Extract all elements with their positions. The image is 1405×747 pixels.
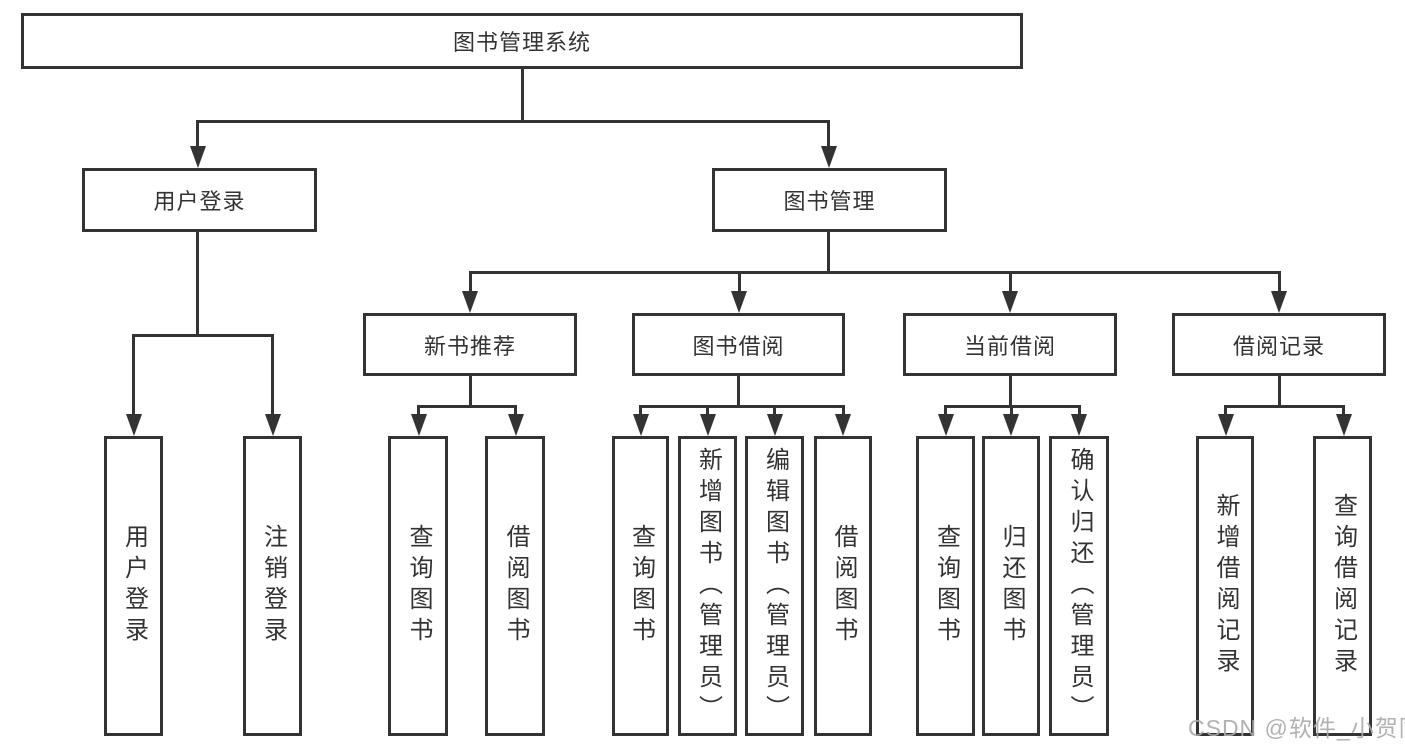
leaf-label: 新增图书（管理员） bbox=[694, 446, 722, 726]
arrow-down-icon bbox=[731, 291, 747, 313]
connector-line bbox=[1224, 405, 1345, 408]
connector-line bbox=[737, 376, 740, 407]
node-borrow-record: 借阅记录 bbox=[1172, 313, 1386, 376]
connector-line bbox=[468, 376, 472, 407]
node-label: 图书管理系统 bbox=[452, 30, 591, 55]
leaf-edit-book-admin: 编辑图书（管理员） bbox=[745, 436, 804, 736]
connector-line bbox=[196, 232, 199, 337]
connector-line bbox=[1277, 376, 1281, 407]
leaf-query-book-borrow: 查询图书 bbox=[612, 436, 669, 736]
arrow-down-icon bbox=[1217, 414, 1234, 436]
leaf-label: 借阅图书 bbox=[502, 524, 529, 648]
node-current-borrow: 当前借阅 bbox=[903, 313, 1117, 376]
leaf-label: 归还图书 bbox=[998, 524, 1025, 648]
arrow-down-icon bbox=[835, 414, 851, 436]
arrow-down-icon bbox=[1003, 414, 1019, 436]
connector-line bbox=[1077, 405, 1081, 419]
leaf-label: 查询图书 bbox=[627, 524, 655, 648]
connector-line bbox=[520, 69, 524, 122]
arrow-down-icon bbox=[125, 414, 142, 436]
connector-line bbox=[196, 120, 199, 152]
node-label: 新书推荐 bbox=[423, 333, 516, 359]
connector-line bbox=[468, 271, 472, 297]
arrow-down-icon bbox=[1271, 291, 1287, 313]
leaf-logout: 注销登录 bbox=[243, 436, 302, 736]
connector-line bbox=[417, 405, 517, 408]
leaf-label: 查询借阅记录 bbox=[1329, 493, 1357, 679]
node-label: 借阅记录 bbox=[1232, 333, 1325, 359]
arrow-down-icon bbox=[699, 414, 716, 436]
connector-line bbox=[639, 405, 845, 408]
connector-line bbox=[827, 120, 830, 152]
leaf-label: 编辑图书（管理员） bbox=[761, 446, 789, 726]
arrow-down-icon bbox=[937, 414, 954, 436]
arrow-down-icon bbox=[820, 146, 837, 168]
arrow-down-icon bbox=[264, 414, 281, 436]
csdn-watermark: CSDN @软件_小贺同学 bbox=[1188, 715, 1405, 741]
connector-line bbox=[417, 405, 420, 419]
leaf-label: 注销登录 bbox=[259, 524, 287, 648]
node-label: 用户登录 bbox=[153, 189, 246, 214]
arrow-down-icon bbox=[507, 414, 524, 436]
leaf-add-borrow-record: 新增借阅记录 bbox=[1196, 436, 1254, 736]
leaf-query-book-recommend: 查询图书 bbox=[388, 436, 448, 736]
connector-line bbox=[514, 405, 517, 419]
leaf-label: 查询图书 bbox=[932, 524, 960, 648]
leaf-label: 借阅图书 bbox=[830, 524, 857, 648]
arrow-down-icon bbox=[410, 414, 427, 436]
connector-line bbox=[944, 405, 947, 419]
leaf-confirm-return-admin: 确认归还（管理员） bbox=[1049, 436, 1109, 736]
connector-line bbox=[196, 120, 830, 123]
arrow-down-icon bbox=[766, 414, 783, 436]
node-book-borrow: 图书借阅 bbox=[632, 313, 845, 376]
connector-line bbox=[1008, 271, 1012, 297]
node-book-management: 图书管理 bbox=[712, 168, 947, 232]
arrow-down-icon bbox=[462, 291, 478, 313]
connector-line bbox=[773, 405, 776, 419]
connector-line bbox=[639, 405, 642, 419]
node-label: 图书借阅 bbox=[692, 333, 785, 359]
arrow-down-icon bbox=[1335, 414, 1352, 436]
arrow-down-icon bbox=[189, 146, 206, 168]
connector-line bbox=[132, 334, 135, 420]
node-label: 图书管理 bbox=[783, 189, 876, 214]
connector-line bbox=[841, 405, 845, 419]
connector-line bbox=[1342, 405, 1345, 419]
leaf-user-login: 用户登录 bbox=[104, 436, 163, 736]
connector-line bbox=[706, 405, 709, 419]
connector-line bbox=[132, 334, 274, 337]
leaf-borrow-book: 借阅图书 bbox=[814, 436, 872, 736]
arrow-down-icon bbox=[632, 414, 649, 436]
connector-line bbox=[271, 334, 274, 420]
leaf-label: 用户登录 bbox=[120, 524, 148, 648]
arrow-down-icon bbox=[1002, 291, 1018, 313]
node-new-book-recommend: 新书推荐 bbox=[363, 313, 577, 376]
connector-line bbox=[1277, 271, 1281, 297]
connector-line bbox=[1009, 405, 1013, 419]
connector-line bbox=[827, 232, 830, 274]
arrow-down-icon bbox=[1071, 414, 1087, 436]
leaf-borrow-book-recommend: 借阅图书 bbox=[485, 436, 545, 736]
leaf-label: 新增借阅记录 bbox=[1212, 493, 1239, 679]
node-library-system: 图书管理系统 bbox=[21, 13, 1023, 69]
leaf-query-borrow-record: 查询借阅记录 bbox=[1313, 436, 1372, 736]
node-label: 当前借阅 bbox=[963, 333, 1056, 359]
connector-line bbox=[468, 271, 1281, 274]
connector-line bbox=[1008, 376, 1012, 407]
leaf-label: 查询图书 bbox=[405, 524, 432, 648]
connector-line bbox=[1224, 405, 1227, 419]
connector-line bbox=[737, 271, 741, 297]
leaf-label: 确认归还（管理员） bbox=[1066, 446, 1093, 726]
leaf-return-book: 归还图书 bbox=[982, 436, 1040, 736]
node-user-login: 用户登录 bbox=[82, 168, 317, 232]
leaf-add-book-admin: 新增图书（管理员） bbox=[678, 436, 737, 736]
leaf-query-book-current: 查询图书 bbox=[916, 436, 975, 736]
